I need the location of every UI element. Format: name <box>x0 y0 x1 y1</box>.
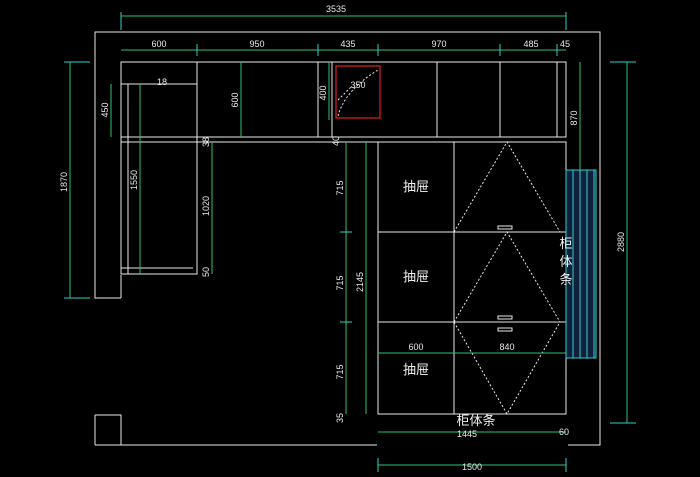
cabinet-labels: 抽屉 抽屉 抽屉 柜 体 条 柜体条 <box>403 179 573 428</box>
dim-inner-600: 600 <box>408 342 423 352</box>
cabinet-strip <box>565 169 597 359</box>
dim-left-1870: 1870 <box>59 172 69 192</box>
dim-top-435: 435 <box>340 39 355 49</box>
dim-bottom-1445: 1445 <box>457 429 477 439</box>
dim-715-c: 715 <box>335 364 345 379</box>
dim-right-2880: 2880 <box>616 232 626 252</box>
dim-2145: 2145 <box>355 272 365 292</box>
label-drawer-2: 抽屉 <box>403 269 429 284</box>
dim-38: 38 <box>201 137 211 147</box>
dim-40: 40 <box>331 136 341 146</box>
dim-upper-400: 400 <box>318 85 328 100</box>
upper-cabinets <box>120 61 567 143</box>
left-wardrobe <box>120 83 198 275</box>
label-strip-char-2: 体 <box>559 254 572 269</box>
dim-top-45: 45 <box>560 39 570 49</box>
dim-right-870: 870 <box>569 110 579 125</box>
dim-inner-840: 840 <box>499 342 514 352</box>
dim-left-450: 450 <box>100 102 110 117</box>
dim-upper-600: 600 <box>230 92 240 107</box>
dim-50: 50 <box>201 267 211 277</box>
dim-35: 35 <box>335 413 345 423</box>
corner-shelf-highlight <box>335 65 381 119</box>
dim-top-600: 600 <box>151 39 166 49</box>
dim-total-width: 3535 <box>326 4 346 14</box>
dim-shelf-350: 350 <box>350 80 365 90</box>
dimension-texts: 3535 600 950 435 970 485 45 1870 450 155… <box>59 4 626 472</box>
dim-small-18: 18 <box>157 77 167 87</box>
dim-top-950: 950 <box>249 39 264 49</box>
dim-top-485: 485 <box>523 39 538 49</box>
label-drawer-1: 抽屉 <box>403 179 429 194</box>
dimension-lines <box>64 12 636 472</box>
dim-left-1550: 1550 <box>129 170 139 190</box>
dim-715-a: 715 <box>335 180 345 195</box>
label-drawer-3: 抽屉 <box>403 362 429 377</box>
room-outline <box>94 31 601 446</box>
dim-715-b: 715 <box>335 275 345 290</box>
label-strip-char-1: 柜 <box>559 236 572 251</box>
dim-1020: 1020 <box>201 196 211 216</box>
label-strip-char-3: 条 <box>559 272 572 287</box>
dim-bottom-1500: 1500 <box>462 462 482 472</box>
label-strip-bottom: 柜体条 <box>456 413 495 428</box>
dim-top-970: 970 <box>431 39 446 49</box>
dim-bottom-60: 60 <box>559 427 569 437</box>
